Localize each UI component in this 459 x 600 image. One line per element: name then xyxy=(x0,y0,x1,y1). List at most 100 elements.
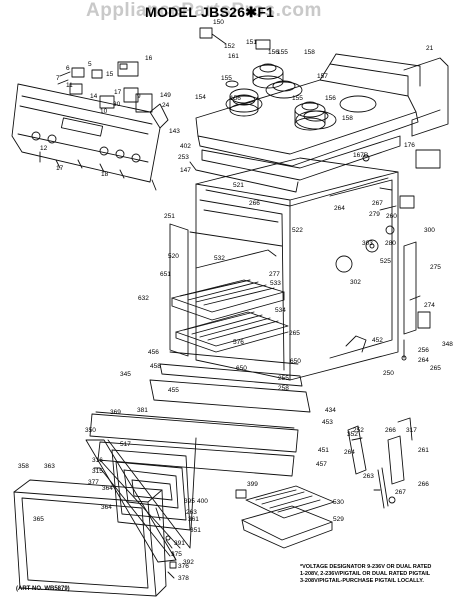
part-callout: 361 xyxy=(188,516,199,523)
part-callout: 348 xyxy=(442,341,453,348)
part-callout: 152 xyxy=(224,43,235,50)
part-callout: 265 xyxy=(430,365,441,372)
part-callout: 30 xyxy=(113,101,121,108)
part-callout: 532 xyxy=(214,255,225,262)
part-callout: 158 xyxy=(304,49,315,56)
voltage-note-line: 3-208V/PIGTAIL-PURCHASE PIGTAIL LOCALLY. xyxy=(300,578,424,584)
part-callout: 300 xyxy=(424,227,435,234)
part-callout: 17 xyxy=(114,89,122,96)
part-callout: 395 xyxy=(184,498,195,505)
part-callout: 375 xyxy=(171,551,182,558)
part-callout: 155 xyxy=(277,49,288,56)
part-callout: 525 xyxy=(380,258,391,265)
part-callout: 266 xyxy=(385,427,396,434)
part-callout: 156 xyxy=(230,95,241,102)
part-callout: 364 xyxy=(102,485,113,492)
part-callout: 530 xyxy=(333,499,344,506)
part-callout: 150 xyxy=(213,19,224,26)
part-callout: 576 xyxy=(233,339,244,346)
part-callout: 457 xyxy=(316,461,327,468)
part-callout: 16 xyxy=(145,55,153,62)
part-callout: 6 xyxy=(66,65,70,72)
part-callout: 264 xyxy=(344,449,355,456)
voltage-note-line: *VOLTAGE DESIGNATOR 9-236V OR DUAL RATED xyxy=(300,564,432,570)
oven-door xyxy=(85,411,299,563)
part-callout: 15 xyxy=(106,71,114,78)
part-callout: 161 xyxy=(228,53,239,60)
part-callout: 156 xyxy=(325,95,336,102)
part-callout: 12 xyxy=(40,145,48,152)
part-callout: 258 xyxy=(278,385,289,392)
part-callout: 458 xyxy=(150,363,161,370)
part-callout: 381 xyxy=(137,407,148,414)
part-callout: 155 xyxy=(292,95,303,102)
part-callout: 651 xyxy=(160,271,171,278)
part-callout: 455 xyxy=(168,387,179,394)
part-callout: 156 xyxy=(268,49,279,56)
part-callout: 399 xyxy=(247,481,258,488)
part-callout: 650 xyxy=(290,358,301,365)
part-callout: 260 xyxy=(386,213,397,220)
part-callout: 456 xyxy=(148,349,159,356)
part-callout: 520 xyxy=(168,253,179,260)
part-callout: 303 xyxy=(362,240,373,247)
part-callout: 255 xyxy=(278,375,289,382)
part-callout: 280 xyxy=(385,240,396,247)
part-callout: 21 xyxy=(426,45,434,52)
part-callout: 147 xyxy=(180,167,191,174)
part-callout: 266 xyxy=(418,481,429,488)
part-callout: 365 xyxy=(33,516,44,523)
part-callout: 378 xyxy=(178,575,189,582)
part-callout: 264 xyxy=(334,205,345,212)
part-callout: 376 xyxy=(178,563,189,570)
part-callout: 252 xyxy=(353,427,364,434)
part-callout: 434 xyxy=(325,407,336,414)
part-callout: 250 xyxy=(383,370,394,377)
callout-labels: 6515167111417930101492412171814340225314… xyxy=(18,19,453,582)
part-callout: 392 xyxy=(183,559,194,566)
storage-drawer xyxy=(149,351,311,413)
part-callout: 10 xyxy=(100,108,108,115)
part-callout: 157 xyxy=(317,73,328,80)
part-callout: 143 xyxy=(169,128,180,135)
part-callout: 24 xyxy=(162,102,170,109)
part-callout: 452 xyxy=(372,337,383,344)
part-callout: 265 xyxy=(289,330,300,337)
part-callout: 402 xyxy=(180,143,191,150)
diagram-title: MODEL JBS26✱F1 xyxy=(145,4,275,20)
part-callout: 167B xyxy=(353,152,368,159)
oven-racks xyxy=(169,223,289,357)
art-number: (ART NO. WB5879) xyxy=(16,586,70,592)
part-callout: 151 xyxy=(246,39,257,46)
door-hardware xyxy=(155,507,177,579)
part-callout: 263 xyxy=(186,509,197,516)
part-callout: 352 xyxy=(347,431,358,438)
part-callout: 358 xyxy=(18,463,29,470)
part-callout: 17 xyxy=(56,165,64,172)
part-callout: 274 xyxy=(424,302,435,309)
part-callout: 155 xyxy=(221,75,232,82)
part-callout: 251 xyxy=(164,213,175,220)
part-callout: 451 xyxy=(318,447,329,454)
part-callout: 316 xyxy=(92,457,103,464)
part-callout: 176 xyxy=(404,142,415,149)
part-callout: 453 xyxy=(322,419,333,426)
part-callout: 7 xyxy=(56,75,60,82)
part-callout: 302 xyxy=(350,279,361,286)
range-body xyxy=(195,157,399,381)
voltage-note-line: 1-208V, 2-236V/PIGTAIL OR DUAL RATED PIG… xyxy=(300,571,431,577)
part-callout: 158 xyxy=(342,115,353,122)
watermark: AppliancePartsPros.com xyxy=(86,0,322,21)
part-callout: 364 xyxy=(101,504,112,511)
part-callout: 154 xyxy=(195,94,206,101)
part-callout: 279 xyxy=(369,211,380,218)
part-callout: 14 xyxy=(90,93,98,100)
part-callout: 377 xyxy=(88,479,99,486)
part-callout: 253 xyxy=(178,154,189,161)
door-hinges xyxy=(347,417,413,509)
part-callout: 369 xyxy=(110,409,121,416)
broiler-pan xyxy=(235,485,335,549)
part-callout: 650 xyxy=(236,365,247,372)
part-callout: 345 xyxy=(120,371,131,378)
